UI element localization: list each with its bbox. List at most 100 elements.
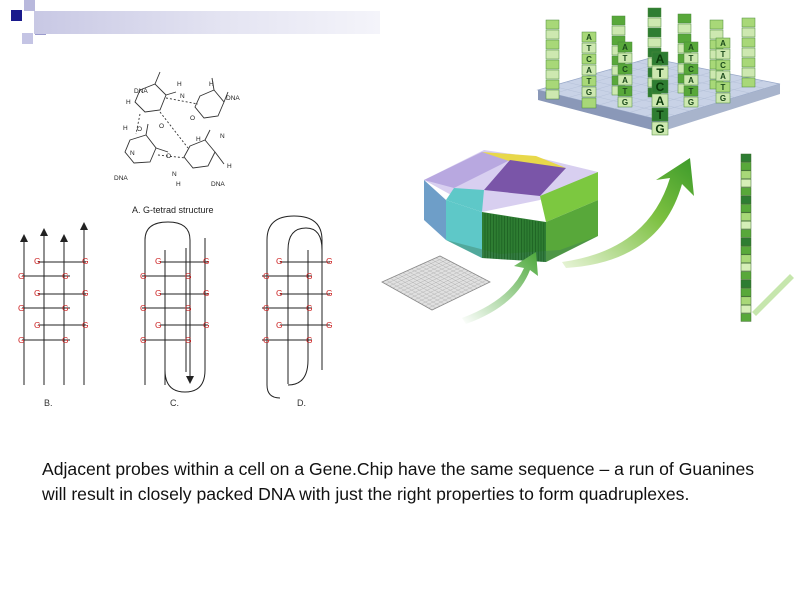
strand-segment bbox=[740, 212, 752, 221]
header-square-light bbox=[24, 0, 35, 11]
strand-segment bbox=[740, 279, 752, 289]
probe-segment bbox=[683, 63, 699, 75]
probe-base-letter: C bbox=[720, 61, 726, 70]
panel-label-b: B. bbox=[44, 398, 53, 408]
strand-segment bbox=[740, 170, 752, 179]
strand-segment bbox=[740, 195, 752, 205]
tetrad-caption: A. G-tetrad structure bbox=[132, 205, 214, 215]
probe-segment bbox=[545, 59, 560, 70]
dna-label: DNA bbox=[114, 175, 128, 182]
probe-segment bbox=[715, 70, 731, 82]
probe-base-letter: A bbox=[720, 39, 726, 48]
h-label: H bbox=[123, 125, 128, 132]
dna-label: DNA bbox=[211, 181, 225, 188]
g-base: G bbox=[155, 256, 162, 266]
h-label: H bbox=[176, 181, 181, 188]
g-base: G bbox=[306, 303, 313, 313]
probe-base-letter: A bbox=[622, 43, 628, 52]
probe-base-letter: A bbox=[720, 72, 726, 81]
probe-base-letter: T bbox=[656, 66, 664, 80]
g-base: G bbox=[62, 335, 69, 345]
guanine-ring-bottom-right bbox=[183, 139, 216, 169]
probe-segment bbox=[545, 69, 560, 80]
g-base: G bbox=[326, 288, 333, 298]
strand-arrow bbox=[752, 274, 794, 316]
probe-segment bbox=[683, 96, 699, 108]
probe-segment bbox=[581, 31, 597, 43]
probe-segment bbox=[545, 79, 560, 90]
probe-segment bbox=[709, 19, 724, 30]
h-label: H bbox=[196, 136, 201, 143]
probe-base-letter: C bbox=[688, 65, 694, 74]
topology-d bbox=[262, 215, 330, 399]
probe-segment bbox=[683, 41, 699, 53]
probe-segment bbox=[741, 67, 756, 78]
strand-segment bbox=[740, 204, 752, 213]
g-base: G bbox=[140, 303, 147, 313]
slide-caption: Adjacent probes within a cell on a Gene.… bbox=[42, 459, 755, 504]
probe-segment bbox=[651, 93, 669, 108]
g-tetrad-labels: DNA DNA DNA DNA H H H H H H H N N N N O … bbox=[114, 81, 240, 188]
g-base: G bbox=[185, 271, 192, 281]
g-base: G bbox=[263, 335, 270, 345]
probe-base-letter: T bbox=[623, 54, 628, 63]
probe-base-letter: C bbox=[622, 65, 628, 74]
strand-segment bbox=[740, 178, 752, 188]
g-base: G bbox=[62, 271, 69, 281]
zoom-arrow-small bbox=[462, 252, 538, 324]
g-base: G bbox=[34, 256, 41, 266]
probe-base-letter: A bbox=[586, 66, 592, 75]
probe-base-letter: T bbox=[689, 54, 694, 63]
header-bar bbox=[34, 11, 380, 34]
h-label: H bbox=[177, 81, 182, 88]
n-label: N bbox=[172, 171, 177, 178]
h-label: H bbox=[126, 99, 131, 106]
probe-segment bbox=[677, 33, 692, 44]
g-base: G bbox=[18, 303, 25, 313]
probe-segment bbox=[545, 49, 560, 60]
probe-segment bbox=[715, 59, 731, 71]
g-base: G bbox=[18, 335, 25, 345]
probe-segment bbox=[741, 37, 756, 48]
chip-grid bbox=[381, 255, 491, 311]
topology-c bbox=[142, 221, 208, 393]
strand-segment bbox=[740, 296, 752, 305]
probe-segment bbox=[741, 57, 756, 68]
o-label: O bbox=[159, 123, 164, 130]
probe-segment bbox=[611, 25, 626, 36]
probe-segment bbox=[683, 74, 699, 86]
n-label: N bbox=[130, 150, 135, 157]
strand-segment bbox=[740, 153, 752, 163]
h-label: H bbox=[209, 81, 214, 88]
dna-label: DNA bbox=[134, 88, 148, 95]
probe-segment bbox=[647, 37, 662, 48]
probe-segment bbox=[715, 48, 731, 60]
strand-segment bbox=[740, 313, 752, 322]
probe-segment bbox=[683, 52, 699, 64]
probe-segment bbox=[545, 19, 560, 30]
probe-segment bbox=[741, 77, 756, 88]
strand-segment bbox=[740, 246, 752, 255]
probe-segment bbox=[715, 92, 731, 104]
g-base: G bbox=[276, 256, 283, 266]
probe-base-letter: T bbox=[721, 50, 726, 59]
probe-segment bbox=[611, 15, 626, 26]
strand-segment bbox=[740, 288, 752, 297]
probe-base-letter: A bbox=[688, 43, 694, 52]
guanine-ring-top-right bbox=[194, 89, 225, 119]
dna-probe-strand bbox=[740, 153, 752, 322]
probe-base-letter: A bbox=[656, 52, 665, 66]
o-label: O bbox=[137, 126, 142, 133]
probe-segment bbox=[617, 74, 633, 86]
g-base: G bbox=[203, 288, 210, 298]
g-base: G bbox=[18, 271, 25, 281]
cell-cube bbox=[424, 150, 598, 262]
topology-b bbox=[20, 222, 88, 385]
probe-segment bbox=[581, 64, 597, 76]
probe-base-letter: C bbox=[656, 80, 665, 94]
